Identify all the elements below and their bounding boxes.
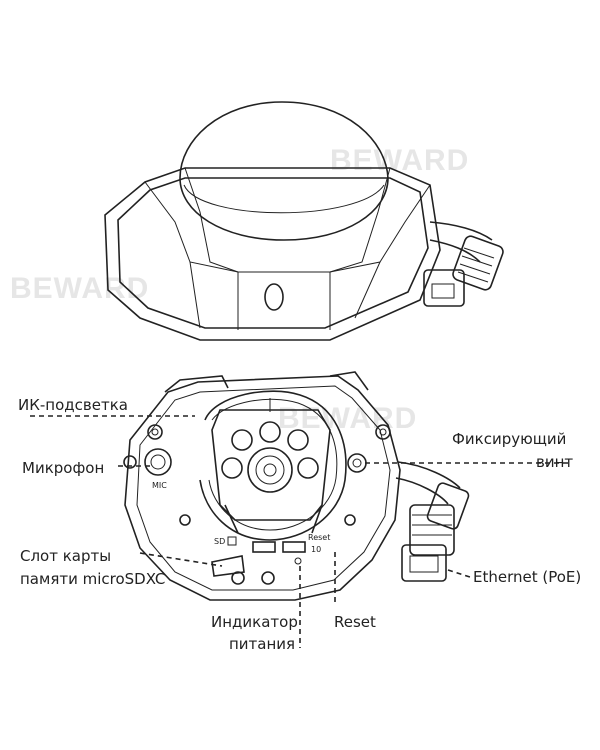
ir-led bbox=[259, 421, 281, 443]
label-reset: Reset bbox=[334, 613, 376, 631]
ethernet-cable-top bbox=[423, 221, 504, 307]
label-screw-line1: Фиксирующий bbox=[452, 430, 567, 448]
ir-led bbox=[221, 457, 243, 479]
leader-lines bbox=[30, 415, 572, 648]
label-mic: Микрофон bbox=[22, 459, 105, 477]
lens bbox=[247, 447, 293, 493]
camera-dome bbox=[179, 101, 389, 241]
watermark-bottom: BEWARD bbox=[278, 402, 417, 435]
microphone-part bbox=[144, 448, 172, 476]
ethernet-cable-bottom bbox=[395, 461, 470, 582]
lens-module bbox=[211, 398, 331, 521]
camera-open-view: MIC SD Reset 10 bbox=[123, 371, 470, 601]
ten-mark: 10 bbox=[311, 545, 321, 554]
power-led bbox=[294, 557, 302, 565]
label-ethernet: Ethernet (PoE) bbox=[473, 568, 582, 586]
label-sd-line2: памяти microSDXC bbox=[20, 570, 166, 588]
label-ir: ИК-подсветка bbox=[18, 396, 128, 414]
top-status-window bbox=[264, 283, 284, 311]
leader-ethernet bbox=[447, 569, 471, 578]
label-power-line1: Индикатор bbox=[211, 613, 298, 631]
open-housing bbox=[124, 375, 401, 601]
ir-led bbox=[297, 457, 319, 479]
sd-mark: SD bbox=[214, 537, 225, 546]
ir-led bbox=[287, 429, 309, 451]
leader-sd bbox=[139, 552, 223, 567]
sd-slot-part bbox=[211, 555, 245, 577]
label-sd-line1: Слот карты bbox=[20, 547, 112, 565]
label-power-line2: питания bbox=[229, 635, 296, 653]
reset-mark: Reset bbox=[308, 533, 330, 542]
camera-base bbox=[104, 167, 441, 341]
ir-led bbox=[231, 429, 253, 451]
label-screw-line2: винт bbox=[536, 453, 574, 471]
camera-top-view bbox=[104, 101, 504, 341]
mic-mark: MIC bbox=[152, 481, 167, 490]
locking-screw-part bbox=[347, 453, 367, 473]
watermark-left: BEWARD bbox=[10, 272, 149, 305]
connector-right bbox=[282, 541, 306, 553]
connector-left bbox=[252, 541, 276, 553]
